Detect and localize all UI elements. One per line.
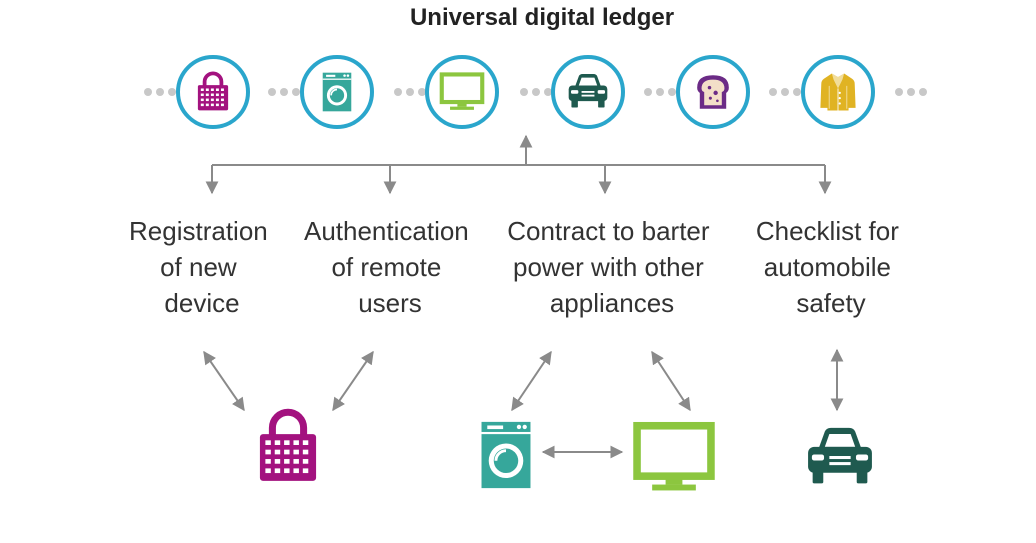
arrow-registration-lock — [203, 350, 245, 412]
chain-dot — [793, 88, 801, 96]
ledger-node-washer — [300, 55, 374, 129]
device-car-icon — [808, 427, 872, 484]
chain-dot — [156, 88, 164, 96]
chain-dot — [418, 88, 426, 96]
chain-dot — [769, 88, 777, 96]
washing-machine-icon — [321, 71, 353, 113]
device-arrows — [203, 348, 844, 459]
use-case-contract: Contract to barter power with other appl… — [507, 216, 717, 318]
ledger-node-car — [551, 55, 625, 129]
ledger-chain — [144, 88, 927, 96]
ledger-node-lock — [176, 55, 250, 129]
device-washing-machine-icon — [479, 420, 532, 490]
use-case-authentication: Authentication of remote users — [304, 216, 476, 318]
device-television-icon — [637, 426, 711, 491]
chain-dot — [544, 88, 552, 96]
ledger-node-tv — [425, 55, 499, 129]
arrow-authentication-lock — [332, 350, 374, 412]
chain-dot — [907, 88, 915, 96]
chain-dot — [268, 88, 276, 96]
diagram-title: Universal digital ledger — [410, 4, 674, 31]
chain-dot — [280, 88, 288, 96]
use-case-checklist: Checklist for automobile safety — [756, 216, 906, 318]
ledger-ring — [425, 55, 499, 129]
arrow-contract-washer — [511, 350, 552, 412]
use-case-registration: Registration of new device — [129, 216, 275, 318]
toast-icon — [697, 75, 729, 109]
chain-dot — [532, 88, 540, 96]
chain-dot — [919, 88, 927, 96]
chain-dot — [668, 88, 676, 96]
ledger-node-toast — [676, 55, 750, 129]
chain-dot — [168, 88, 176, 96]
chain-dot — [644, 88, 652, 96]
chain-dot — [520, 88, 528, 96]
chain-dot — [144, 88, 152, 96]
chain-dot — [394, 88, 402, 96]
chain-dot — [656, 88, 664, 96]
coat-icon — [819, 72, 857, 112]
device-lock-icon — [260, 412, 316, 481]
ledger-connector — [205, 134, 832, 195]
chain-dot — [406, 88, 414, 96]
chain-dot — [895, 88, 903, 96]
chain-dot — [292, 88, 300, 96]
ledger-node-coat — [801, 55, 875, 129]
arrow-contract-tv — [651, 350, 691, 412]
chain-dot — [781, 88, 789, 96]
